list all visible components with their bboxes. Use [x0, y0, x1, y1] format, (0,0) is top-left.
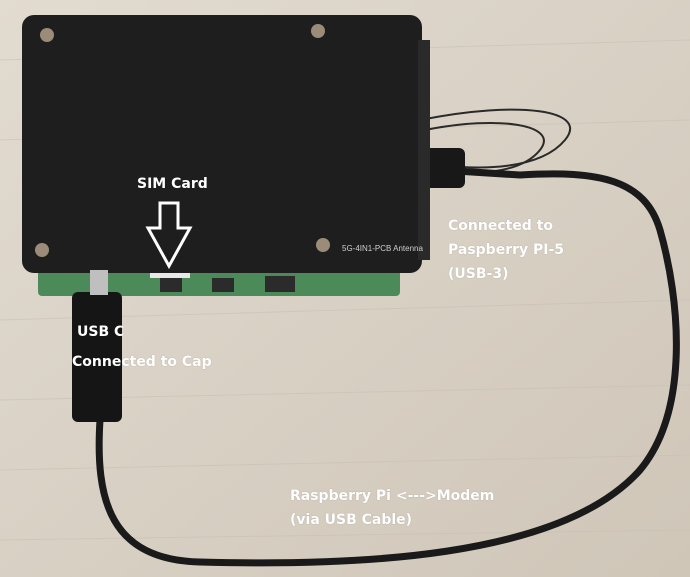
cable-label-line1: Raspberry Pi <--->Modem	[290, 488, 495, 504]
case-side	[418, 40, 430, 260]
usb-c-connected-label: Connected to Cap	[72, 354, 212, 370]
usb3-label-line3: (USB-3)	[448, 266, 509, 282]
usb-connector-right	[425, 148, 465, 188]
usb3-label-line1: Connected to	[448, 218, 554, 234]
sim-card-label: SIM Card	[137, 176, 208, 192]
board-ports	[160, 276, 295, 292]
device-print-label: 5G-4IN1-PCB Antenna	[342, 244, 423, 253]
case-screws	[35, 24, 330, 257]
sim-arrow-icon	[145, 201, 193, 270]
cable-label-line2: (via USB Cable)	[290, 512, 413, 528]
usb-c-label: USB C	[77, 324, 125, 340]
modem-case	[22, 15, 422, 273]
usb3-label-line2: Paspberry PI-5	[448, 242, 565, 258]
usb-c-plug	[72, 292, 122, 422]
usb-cable	[95, 166, 680, 567]
sim-slot	[150, 272, 190, 278]
usb-c-metal	[90, 270, 108, 295]
